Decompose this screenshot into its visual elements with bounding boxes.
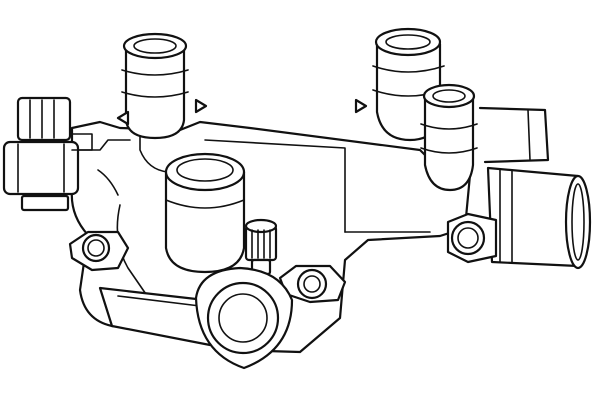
right-pipe-stub: [420, 83, 478, 192]
bleed-screw: [244, 218, 278, 276]
right-outlet-pipe: [478, 106, 592, 270]
lower-outlet-flange: [194, 266, 294, 370]
left-mounting-ear: [68, 230, 130, 272]
left-sensor-connector: [2, 96, 93, 212]
upper-left-pipe-stub: [116, 32, 208, 140]
right-mounting-boss: [446, 212, 498, 264]
thermostat-cap: [164, 152, 246, 274]
